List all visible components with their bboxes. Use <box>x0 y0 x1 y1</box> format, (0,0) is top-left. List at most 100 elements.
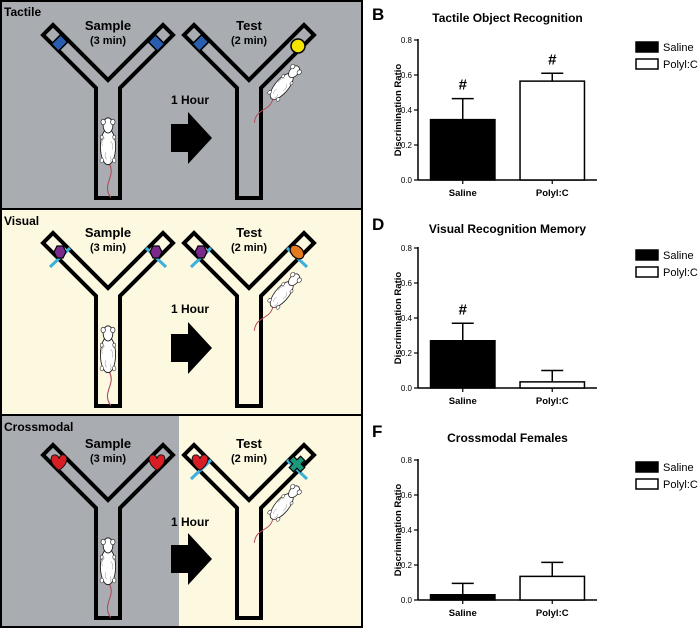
chart-title: Visual Recognition Memory <box>429 222 586 236</box>
y-tick-label: 0.6 <box>401 71 413 80</box>
arrow-icon <box>171 533 212 585</box>
arrow-icon <box>171 322 212 374</box>
bar-polyl-c <box>519 80 586 181</box>
panel-e-sample-duration: (3 min) <box>90 453 126 465</box>
x-tick-label: Saline <box>449 608 477 619</box>
x-tick-label: Saline <box>449 188 477 199</box>
panel-a-arrow: 1 Hour <box>171 93 212 164</box>
panel-c-sample-duration: (3 min) <box>90 242 126 254</box>
tactile-object-icon <box>50 33 69 53</box>
panel-c-sample-arena <box>40 230 176 408</box>
x-tick-label: Saline <box>449 396 477 407</box>
y-tick-label: 0.8 <box>401 36 413 45</box>
panel-c-test-duration: (2 min) <box>231 242 267 254</box>
panel-a-test-arena <box>181 22 317 200</box>
panel-e-sample-background <box>1 415 179 627</box>
panel-e-letter: E <box>0 419 1 438</box>
y-tick-label: 0.8 <box>401 456 413 465</box>
panel-a-test-duration: (2 min) <box>231 35 267 47</box>
y-axis-label: Discrimination Ratio <box>393 64 404 157</box>
panel-c-condition: Visual <box>4 214 39 228</box>
panel-e-test-arena <box>181 442 317 620</box>
panel-letter: B <box>372 5 384 24</box>
y-tick-label: 0.6 <box>401 491 413 500</box>
legend-swatch <box>635 249 659 261</box>
y-tick-label: 0.4 <box>401 526 413 535</box>
panel-letter: D <box>372 215 384 234</box>
y-tick-label: 0.8 <box>401 244 413 253</box>
y-tick-label: 0.0 <box>401 176 413 185</box>
panel-a-condition: Tactile <box>4 5 41 19</box>
bar-saline <box>429 594 496 601</box>
y-tick-label: 0.6 <box>401 279 413 288</box>
bar-saline <box>429 340 496 389</box>
panel-e-test-background <box>179 415 362 627</box>
visual-object-icon <box>53 245 67 259</box>
panel-a: A Tactile Sample (3 min) Test (2 min) 1 … <box>0 0 363 210</box>
panel-a-delay: 1 Hour <box>171 93 209 107</box>
legend-swatch <box>635 461 659 473</box>
panel-letter: F <box>372 422 382 441</box>
panel-e-test-title: Test <box>236 436 262 451</box>
panel-e-sample-arena <box>40 442 176 620</box>
y-tick-label: 0.2 <box>401 561 413 570</box>
panel-e-test-duration: (2 min) <box>231 453 267 465</box>
novel-object-icon <box>289 244 305 260</box>
panel-c-delay: 1 Hour <box>171 302 209 316</box>
panel-a-sample-duration: (3 min) <box>90 35 126 47</box>
chart-b: B Tactile Object Recognition 0.0 0.2 0.4 0.6 0… <box>372 5 698 199</box>
x-tick-label: Polyl:C <box>536 396 569 407</box>
novel-object-icon <box>290 38 306 54</box>
y-tick-label: 0.2 <box>401 141 413 150</box>
y-axis-label: Discrimination Ratio <box>393 484 404 577</box>
legend-swatch <box>635 41 659 53</box>
y-axis-label: Discrimination Ratio <box>393 272 404 365</box>
chart-title: Tactile Object Recognition <box>432 11 582 25</box>
legend-label: Saline <box>663 250 694 262</box>
panel-e-arrow: 1 Hour <box>171 515 212 585</box>
significance-marker: # <box>459 77 468 94</box>
legend-swatch <box>635 266 659 278</box>
panel-c: C Visual Sample (3 min) Test (2 min) 1 H… <box>0 208 363 416</box>
panel-e-sample-title: Sample <box>85 436 131 451</box>
chart-title: Crossmodal Females <box>447 431 568 445</box>
bar-polyl-c <box>519 381 586 389</box>
panel-c-test-title: Test <box>236 225 262 240</box>
y-tick-label: 0.4 <box>401 314 413 323</box>
visual-object-icon <box>149 245 163 259</box>
legend-label: Polyl:C <box>663 479 698 491</box>
y-tick-label: 0.4 <box>401 106 413 115</box>
bar-polyl-c <box>519 575 586 601</box>
significance-marker: # <box>459 301 468 318</box>
legend-label: Polyl:C <box>663 267 698 279</box>
chart-d: D Visual Recognition Memory 0.0 0.2 0.4 0.6 0.… <box>372 215 698 407</box>
panel-a-sample-title: Sample <box>85 18 131 33</box>
legend-label: Saline <box>663 462 694 474</box>
significance-marker: # <box>548 51 557 68</box>
panel-e-delay: 1 Hour <box>171 515 209 529</box>
y-tick-label: 0.2 <box>401 349 413 358</box>
panel-c-sample-title: Sample <box>85 225 131 240</box>
y-tick-label: 0.0 <box>401 384 413 393</box>
chart-f: F Crossmodal Females 0.0 0.2 0.4 0.6 0.8Discri… <box>372 422 698 619</box>
legend-swatch <box>635 478 659 490</box>
panel-c-test-arena <box>181 230 317 408</box>
x-tick-label: Polyl:C <box>536 188 569 199</box>
panel-c-arrow: 1 Hour <box>171 302 212 374</box>
panel-e: E Crossmodal Sample (3 min) Test (2 min)… <box>0 414 363 628</box>
legend-label: Polyl:C <box>663 59 698 71</box>
bar-saline <box>429 118 496 181</box>
panel-e-condition: Crossmodal <box>4 420 73 434</box>
x-tick-label: Polyl:C <box>536 608 569 619</box>
legend-label: Saline <box>663 42 694 54</box>
cross-object-icon <box>288 455 306 473</box>
arrow-icon <box>171 112 212 164</box>
panel-a-sample-arena <box>40 22 176 200</box>
tactile-object-icon <box>191 33 210 53</box>
panel-a-letter: A <box>0 3 2 22</box>
tactile-object-icon <box>147 33 166 53</box>
panel-c-letter: C <box>0 213 2 232</box>
y-tick-label: 0.0 <box>401 596 413 605</box>
panel-a-test-title: Test <box>236 18 262 33</box>
